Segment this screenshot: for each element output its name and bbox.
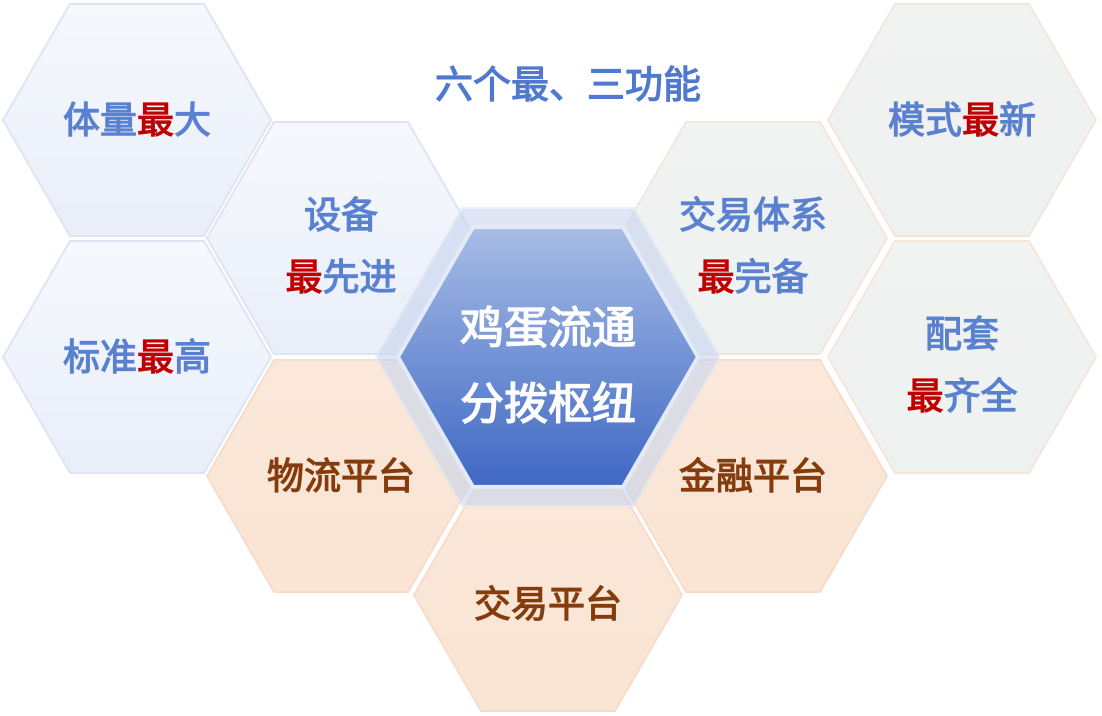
label-text: 金融平台 [679,455,827,498]
highlight-text: 最 [137,336,174,379]
label-text: 标准 [63,336,137,379]
label-text: 完备 [735,256,810,299]
hex-standard: 标准最高 [1,239,273,475]
label-text: 齐全 [944,375,1019,418]
hex-shape [1,2,273,238]
highlight-text: 最 [698,256,735,299]
hex-mode: 模式最新 [826,2,1098,238]
highlight-text: 最 [907,375,944,418]
highlight-text: 最 [962,99,999,142]
hex-shape [826,2,1098,238]
hex-shape [1,239,273,475]
diagram-title: 六个最、三功能 [435,63,701,107]
hex-label-line: 设备 [304,194,379,237]
hex-shape [826,239,1098,475]
label-text: 交易平台 [474,583,622,626]
label-text: 先进 [323,256,397,299]
hex-label-line: 最先进 [286,256,397,299]
hex-label-line: 标准最高 [63,336,211,379]
hex-label-line: 最齐全 [907,375,1019,418]
hex-label-line: 体量最大 [63,99,211,142]
center-title-line1: 鸡蛋流通 [460,303,636,354]
highlight-text: 最 [137,99,174,142]
label-text: 高 [174,336,211,379]
center-hub: 鸡蛋流通 分拨枢纽 [374,207,722,507]
hex-label-line: 交易体系 [679,194,827,237]
hex-label-line: 金融平台 [679,455,827,498]
hex-trading-platform: 交易平台 [412,477,684,713]
hex-label-line: 模式最新 [888,99,1036,142]
label-text: 配套 [925,313,999,356]
label-text: 物流平台 [267,455,415,498]
hex-label-line: 物流平台 [267,455,415,498]
hex-volume: 体量最大 [1,2,273,238]
hex-logistics: 物流平台 [205,358,477,594]
center-title-line2: 分拨枢纽 [460,379,636,430]
label-text: 设备 [304,194,379,237]
highlight-text: 最 [286,256,323,299]
hex-finance: 金融平台 [617,358,889,594]
label-text: 大 [174,99,211,142]
hex-label-line: 配套 [925,313,999,356]
hex-label-line: 最完备 [698,256,810,299]
label-text: 新 [999,99,1036,142]
label-text: 交易体系 [679,194,827,237]
label-text: 模式 [888,99,962,142]
label-text: 体量 [63,99,137,142]
hex-label-line: 交易平台 [474,583,622,626]
